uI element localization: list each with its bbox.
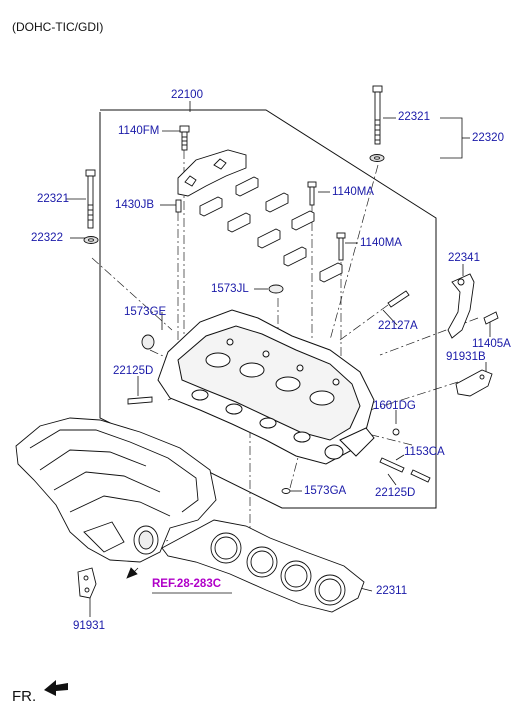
label-91931B: 91931B: [446, 351, 486, 363]
stud-22127A: [387, 290, 410, 308]
label-22321-right: 22321: [398, 111, 430, 123]
label-22100: 22100: [171, 89, 203, 101]
intake-manifold: [15, 417, 217, 563]
label-22341: 22341: [448, 252, 480, 264]
bracket-22341: [447, 273, 475, 339]
front-direction-arrow-icon: [44, 680, 68, 696]
bolt-11405A: [483, 311, 499, 325]
label-1140FM: 1140FM: [118, 125, 160, 137]
reference-link-28-283C[interactable]: REF.28-283C: [152, 578, 222, 590]
washer-left: [83, 236, 99, 244]
label-1140MA-b: 1140MA: [360, 237, 402, 249]
label-91931: 91931: [73, 620, 105, 632]
front-direction-label: FR.: [12, 688, 37, 705]
bracket-91931B: [455, 369, 493, 397]
plug-1573JL: [268, 284, 284, 294]
label-1573GE: 1573GE: [124, 306, 167, 318]
washer-right: [369, 154, 385, 162]
label-22322: 22322: [31, 232, 63, 244]
seal-1573GE: [141, 334, 155, 350]
cylinder-head: [157, 309, 375, 465]
manifold-bracket-91931: [77, 567, 97, 599]
stud-22125D-right: [379, 457, 405, 473]
bolt-1140MA-a: [307, 181, 317, 206]
label-1153CA: 1153CA: [404, 446, 445, 458]
label-22127A: 22127A: [378, 320, 418, 332]
head-bolt-left: [85, 169, 96, 229]
camshaft-front-cap: [177, 149, 247, 197]
stud-22125D-left: [127, 396, 153, 405]
label-22311: 22311: [376, 585, 408, 597]
head-bolt-right: [372, 85, 383, 145]
bolt-1153CA: [410, 469, 431, 483]
label-1430JB: 1430JB: [115, 199, 155, 211]
label-11405A: 11405A: [472, 338, 511, 350]
label-22125D-right: 22125D: [375, 487, 416, 499]
reference-arrow: [126, 567, 139, 579]
assembly-outline: [99, 109, 437, 509]
head-gasket: [161, 519, 365, 613]
plug-1573GA: [281, 488, 291, 494]
label-22125D-left: 22125D: [113, 365, 154, 377]
bolt-1140MA-b: [336, 232, 346, 261]
camshaft-bearing-caps: [199, 176, 343, 283]
bolt-1140FM: [179, 125, 190, 151]
leader-lines: [66, 101, 491, 617]
label-22321-left: 22321: [37, 193, 69, 205]
label-1140MA-a: 1140MA: [332, 186, 374, 198]
engine-variant-header: (DOHC-TIC/GDI): [12, 20, 104, 34]
plug-1601DG: [392, 428, 400, 436]
label-1573JL: 1573JL: [211, 283, 249, 295]
label-22320: 22320: [472, 132, 504, 144]
label-1573GA: 1573GA: [304, 485, 347, 497]
label-1601DG: 1601DG: [373, 400, 416, 412]
dowel-pin-1430JB: [175, 199, 182, 213]
